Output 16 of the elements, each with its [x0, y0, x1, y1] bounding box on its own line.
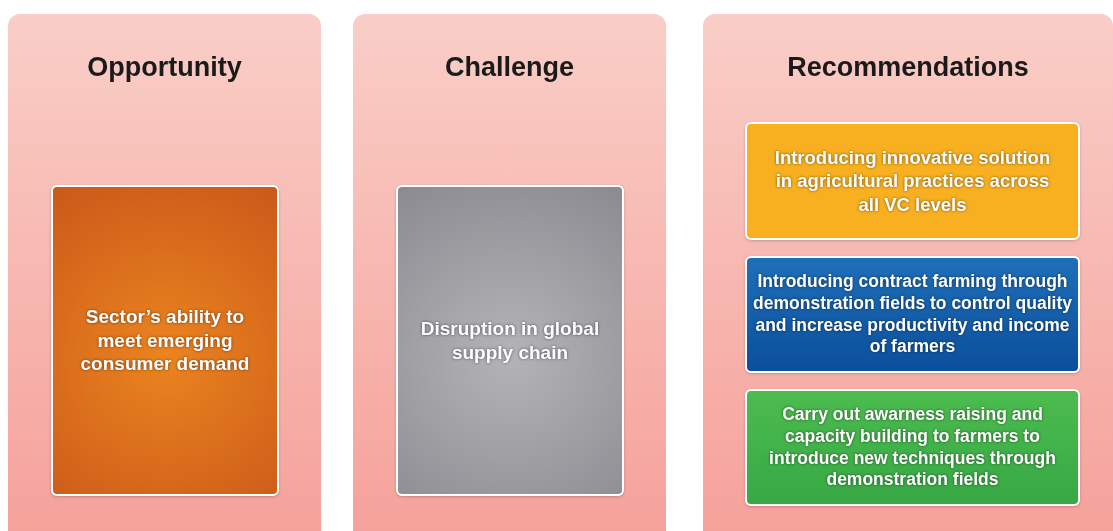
content-box [51, 185, 279, 496]
column-panel [703, 14, 1113, 531]
column-panel [8, 14, 321, 531]
column-heading: Opportunity [86, 52, 243, 83]
box-text: Disruption in global supply chain [419, 316, 601, 365]
column-panel [353, 14, 666, 531]
column-heading: Challenge [444, 52, 575, 83]
box-text: Sector’s ability to meet emerging consumer demand [79, 304, 251, 377]
box-text: Introducing innovative solution in agricultural practices across all VC levels [773, 146, 1052, 216]
box-text: Introducing contract farming through demonstration fields to control quality and increase productivity and income of farmers [752, 270, 1073, 359]
content-box [745, 389, 1080, 506]
content-box [745, 256, 1080, 373]
column-heading: Recommendations [786, 52, 1030, 83]
content-box [396, 185, 624, 496]
content-box [745, 122, 1080, 240]
box-text: Carry out awarness raising and capacity building to farmers to introduce new techniques through demonstration fields [768, 403, 1057, 492]
